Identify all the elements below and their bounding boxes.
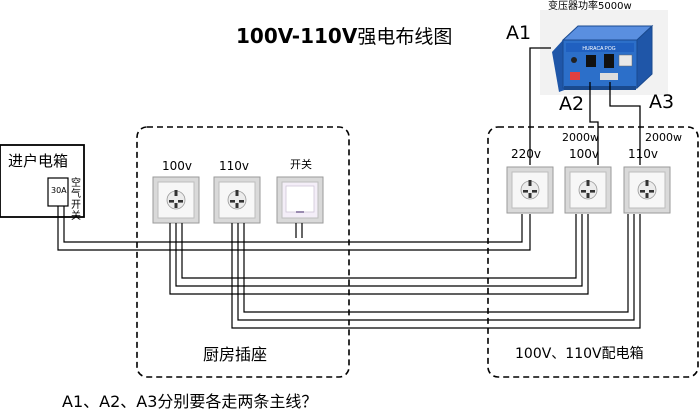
panel-socket-100v — [564, 166, 612, 214]
panel-power-a3: 2000w — [645, 131, 682, 144]
line-a3 — [609, 82, 641, 165]
kitchen-switch — [276, 176, 324, 224]
kitchen-box — [136, 126, 350, 378]
kitchen-socket-110v-label: 110v — [219, 159, 250, 173]
kitchen-box-label: 厨房插座 — [203, 345, 268, 364]
kitchen-socket-100v — [152, 176, 200, 224]
panel-socket-110v-label: 110v — [628, 147, 659, 161]
feed-lines — [529, 47, 641, 165]
wiring-svg: HURACA POG — [0, 10, 699, 378]
wiring-lines — [57, 206, 641, 329]
title-cn: 强电布线图 — [357, 26, 453, 48]
line-a3-label: A3 — [649, 91, 675, 113]
transformer-image — [540, 10, 668, 95]
transformer-power-label: 变压器功率5000w — [548, 1, 632, 12]
line-a1 — [529, 47, 551, 165]
kitchen-socket-100v-label: 100v — [162, 159, 193, 173]
breaker-label: 空气开关 — [71, 178, 81, 222]
line-a2 — [589, 82, 599, 165]
kitchen-switch-label: 开关 — [290, 158, 312, 171]
panel-socket-220v-label: 220v — [511, 147, 542, 161]
question-note: A1、A2、A3分别要各走两条主线？ — [62, 392, 318, 411]
kitchen-socket-110v — [213, 176, 261, 224]
line-a2-label: A2 — [559, 93, 585, 115]
panel-power-a2: 2000w — [562, 131, 599, 144]
panel-socket-220v — [506, 166, 554, 214]
entry-box — [0, 144, 85, 218]
panel-box-label: 100V、110V配电箱 — [515, 346, 644, 362]
panel-socket-100v-label: 100v — [569, 147, 600, 161]
title-main: 100V-110V — [236, 24, 358, 48]
panel-socket-110v — [623, 166, 671, 214]
line-a1-label: A1 — [506, 22, 532, 44]
transformer-brand: HURACA POG — [582, 46, 615, 52]
panel-box — [487, 126, 699, 378]
diagram-title: 100V-110V强电布线图 — [236, 26, 452, 47]
entry-box-label: 进户电箱 — [8, 152, 69, 170]
breaker-rating: 30A — [51, 186, 67, 195]
